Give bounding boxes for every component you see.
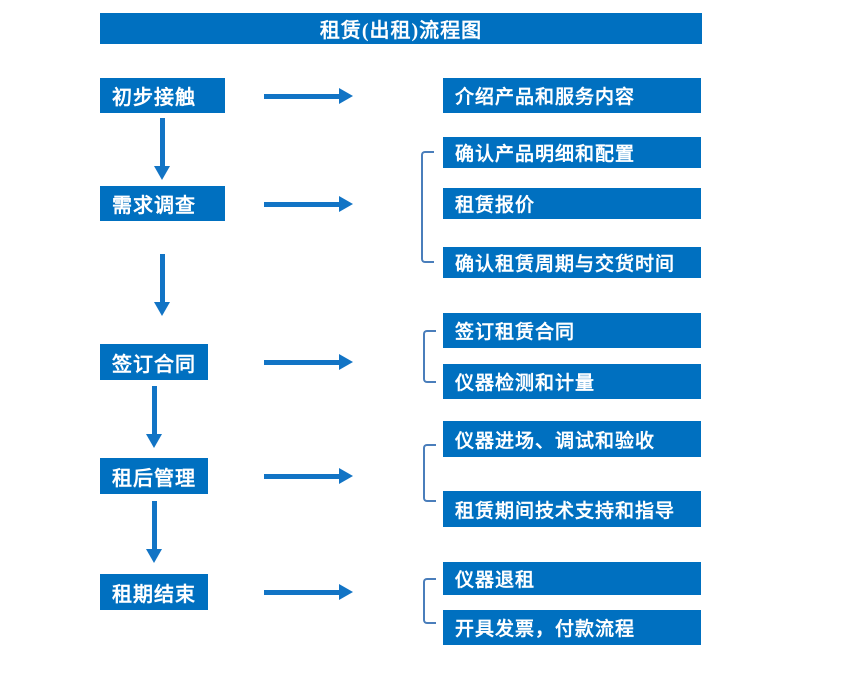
arrow-head bbox=[339, 584, 353, 600]
detail-box-rental-quote: 租赁报价 bbox=[443, 188, 701, 219]
arrow-head bbox=[339, 468, 353, 484]
down-arrow-icon bbox=[146, 501, 162, 563]
group-bracket bbox=[423, 578, 436, 624]
stage-box-initial-contact: 初步接触 bbox=[100, 78, 225, 113]
group-bracket bbox=[423, 330, 436, 383]
right-arrow-icon bbox=[264, 88, 353, 104]
group-bracket bbox=[423, 444, 436, 502]
group-bracket bbox=[421, 151, 434, 263]
arrow-head bbox=[339, 354, 353, 370]
detail-box-instrument-setup-acceptance: 仪器进场、调试和验收 bbox=[443, 421, 701, 457]
arrow-head bbox=[339, 196, 353, 212]
right-arrow-icon bbox=[264, 468, 353, 484]
arrow-shaft bbox=[264, 201, 339, 207]
right-arrow-icon bbox=[264, 196, 353, 212]
right-arrow-icon bbox=[264, 354, 353, 370]
detail-box-sign-rental-contract: 签订租赁合同 bbox=[443, 313, 701, 348]
right-arrow-icon bbox=[264, 584, 353, 600]
arrow-head bbox=[339, 88, 353, 104]
down-arrow-icon bbox=[154, 254, 170, 316]
arrow-head bbox=[154, 166, 170, 180]
arrow-head bbox=[146, 549, 162, 563]
detail-box-confirm-product-config: 确认产品明细和配置 bbox=[443, 137, 701, 168]
detail-box-instrument-return: 仪器退租 bbox=[443, 562, 701, 595]
arrow-shaft bbox=[159, 254, 165, 302]
arrow-head bbox=[154, 302, 170, 316]
arrow-shaft bbox=[264, 589, 339, 595]
stage-box-sign-contract: 签订合同 bbox=[100, 344, 208, 380]
detail-box-confirm-period-delivery: 确认租赁周期与交货时间 bbox=[443, 247, 701, 278]
arrow-shaft bbox=[264, 359, 339, 365]
detail-box-intro-products: 介绍产品和服务内容 bbox=[443, 78, 701, 113]
down-arrow-icon bbox=[154, 118, 170, 180]
arrow-head bbox=[146, 434, 162, 448]
down-arrow-icon bbox=[146, 386, 162, 448]
stage-box-demand-survey: 需求调查 bbox=[100, 186, 225, 221]
arrow-shaft bbox=[151, 386, 157, 434]
arrow-shaft bbox=[159, 118, 165, 166]
detail-box-invoice-payment: 开具发票，付款流程 bbox=[443, 610, 701, 645]
arrow-shaft bbox=[264, 93, 339, 99]
arrow-shaft bbox=[264, 473, 339, 479]
stage-box-post-rental-management: 租后管理 bbox=[100, 458, 208, 494]
flowchart-title: 租赁(出租)流程图 bbox=[100, 13, 702, 44]
detail-box-instrument-inspection: 仪器检测和计量 bbox=[443, 364, 701, 399]
detail-box-technical-support: 租赁期间技术支持和指导 bbox=[443, 491, 701, 527]
stage-box-rental-period-end: 租期结束 bbox=[100, 574, 208, 610]
arrow-shaft bbox=[151, 501, 157, 549]
